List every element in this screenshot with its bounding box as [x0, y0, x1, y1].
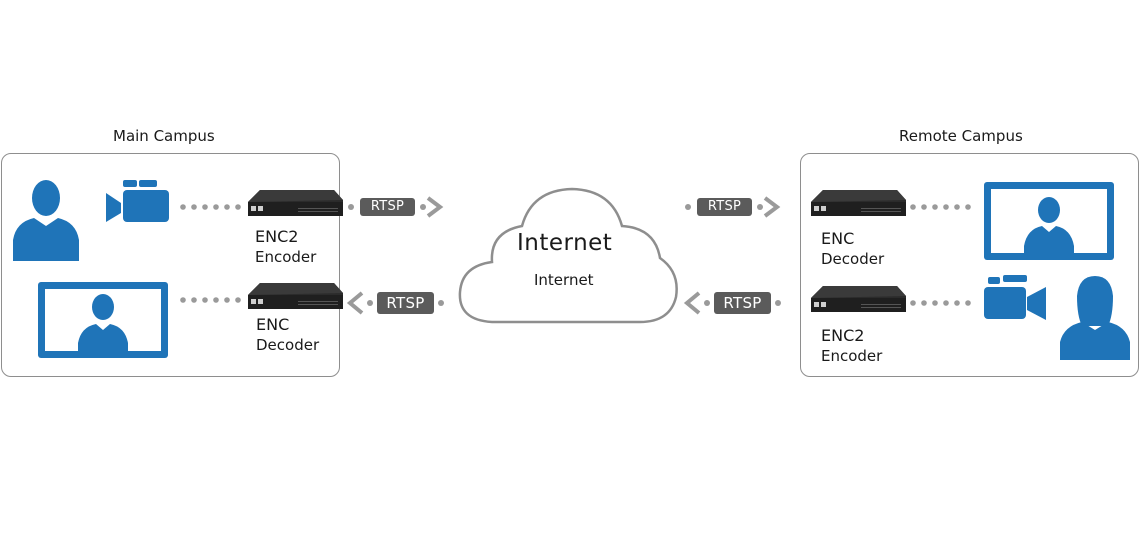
device-model: ENC: [256, 315, 290, 334]
device-model: ENC2: [255, 227, 299, 246]
device-model: ENC2: [821, 326, 865, 345]
device-role: Decoder: [256, 336, 320, 354]
remote-campus-title: Remote Campus: [899, 127, 1023, 145]
device-role: Decoder: [821, 250, 885, 268]
dotted-link: [910, 300, 971, 306]
rtsp-badge-main-out: RTSP: [360, 198, 415, 216]
main-encoder-label: ENC2 Encoder: [255, 227, 316, 267]
decoder-device: [811, 190, 906, 216]
encoder-device: [248, 190, 343, 216]
main-campus-title: Main Campus: [113, 127, 215, 145]
presenter-icon: [13, 180, 79, 261]
presenter-icon: [1060, 276, 1130, 360]
rtsp-badge-remote-out: RTSP: [714, 292, 771, 314]
remote-decoder-label: ENC Decoder: [821, 229, 884, 269]
internet-cloud-icon: [458, 187, 678, 324]
monitor-icon: [38, 282, 168, 358]
main-decoder-label: ENC Decoder: [256, 315, 319, 355]
internet-title: Internet: [517, 230, 613, 256]
device-model: ENC: [821, 229, 855, 248]
dotted-link: [180, 204, 241, 210]
internet-subtitle: Internet: [534, 271, 594, 289]
decoder-device: [248, 283, 343, 309]
device-role: Encoder: [255, 248, 317, 266]
rtsp-badge-main-in: RTSP: [377, 292, 434, 314]
remote-encoder-label: ENC2 Encoder: [821, 326, 882, 366]
monitor-icon: [984, 182, 1114, 260]
dotted-link: [910, 204, 971, 210]
camera-icon: [984, 275, 1046, 320]
encoder-device: [811, 286, 906, 312]
rtsp-badge-remote-in: RTSP: [697, 198, 752, 216]
camera-icon: [106, 180, 169, 222]
device-role: Encoder: [821, 347, 883, 365]
dotted-link: [180, 297, 241, 303]
